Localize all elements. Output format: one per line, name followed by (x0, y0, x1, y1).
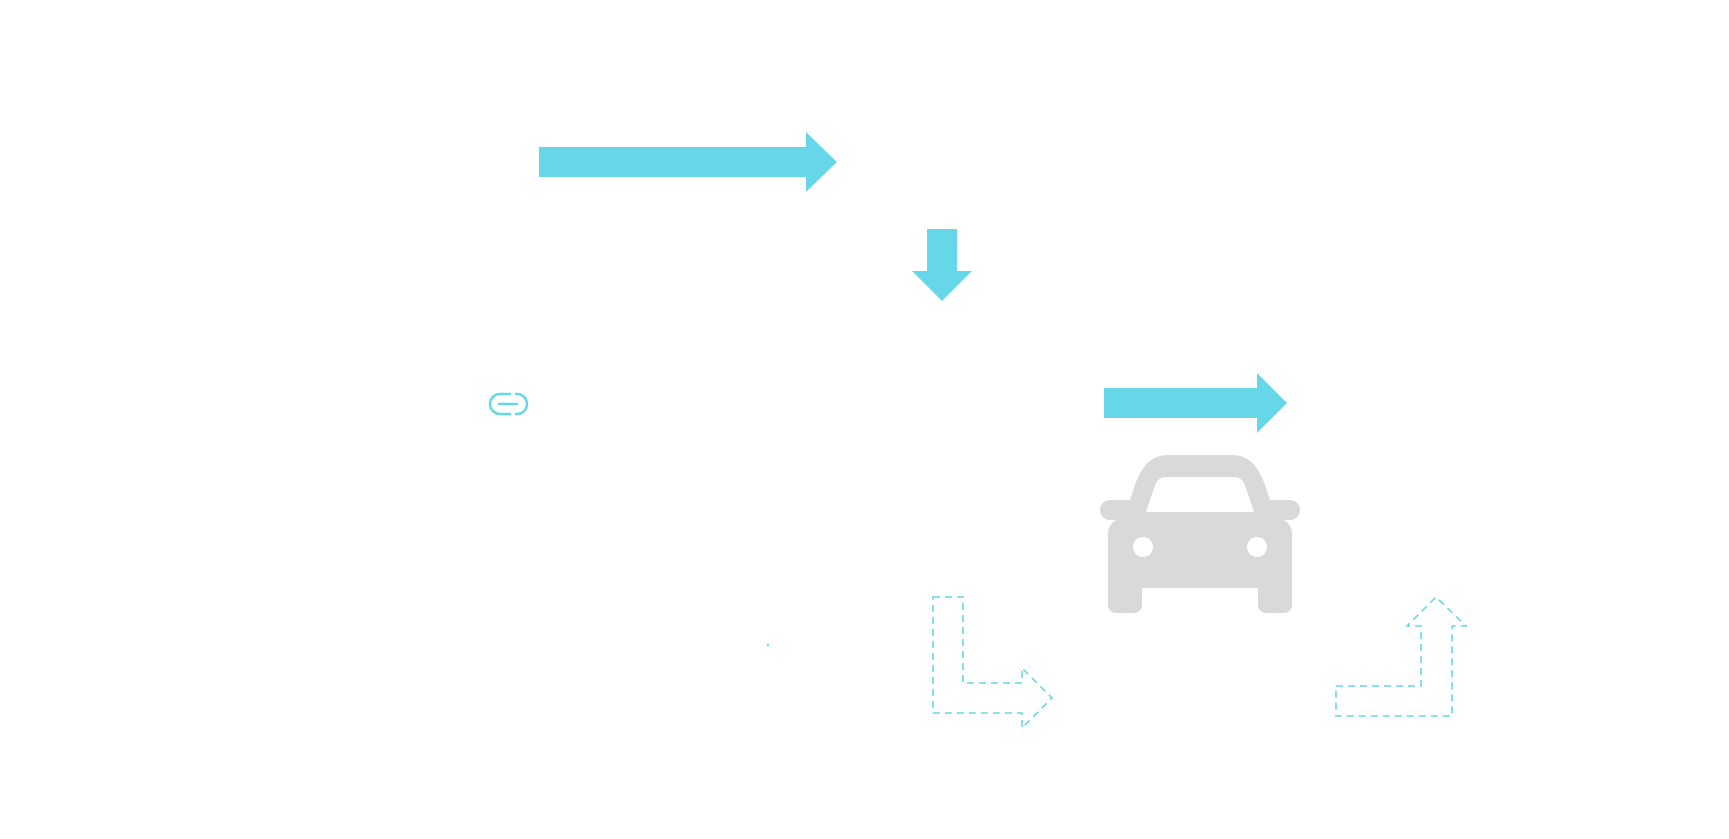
arrow-right-icon (1104, 373, 1287, 433)
dot-marker (766, 643, 770, 647)
link-icon (488, 392, 529, 416)
car-icon (1100, 455, 1300, 613)
arrow-right-icon (539, 132, 837, 192)
arrow-down-icon (912, 229, 972, 301)
bent-arrow-up-icon (1335, 595, 1468, 717)
bent-arrow-right-icon (932, 596, 1054, 730)
